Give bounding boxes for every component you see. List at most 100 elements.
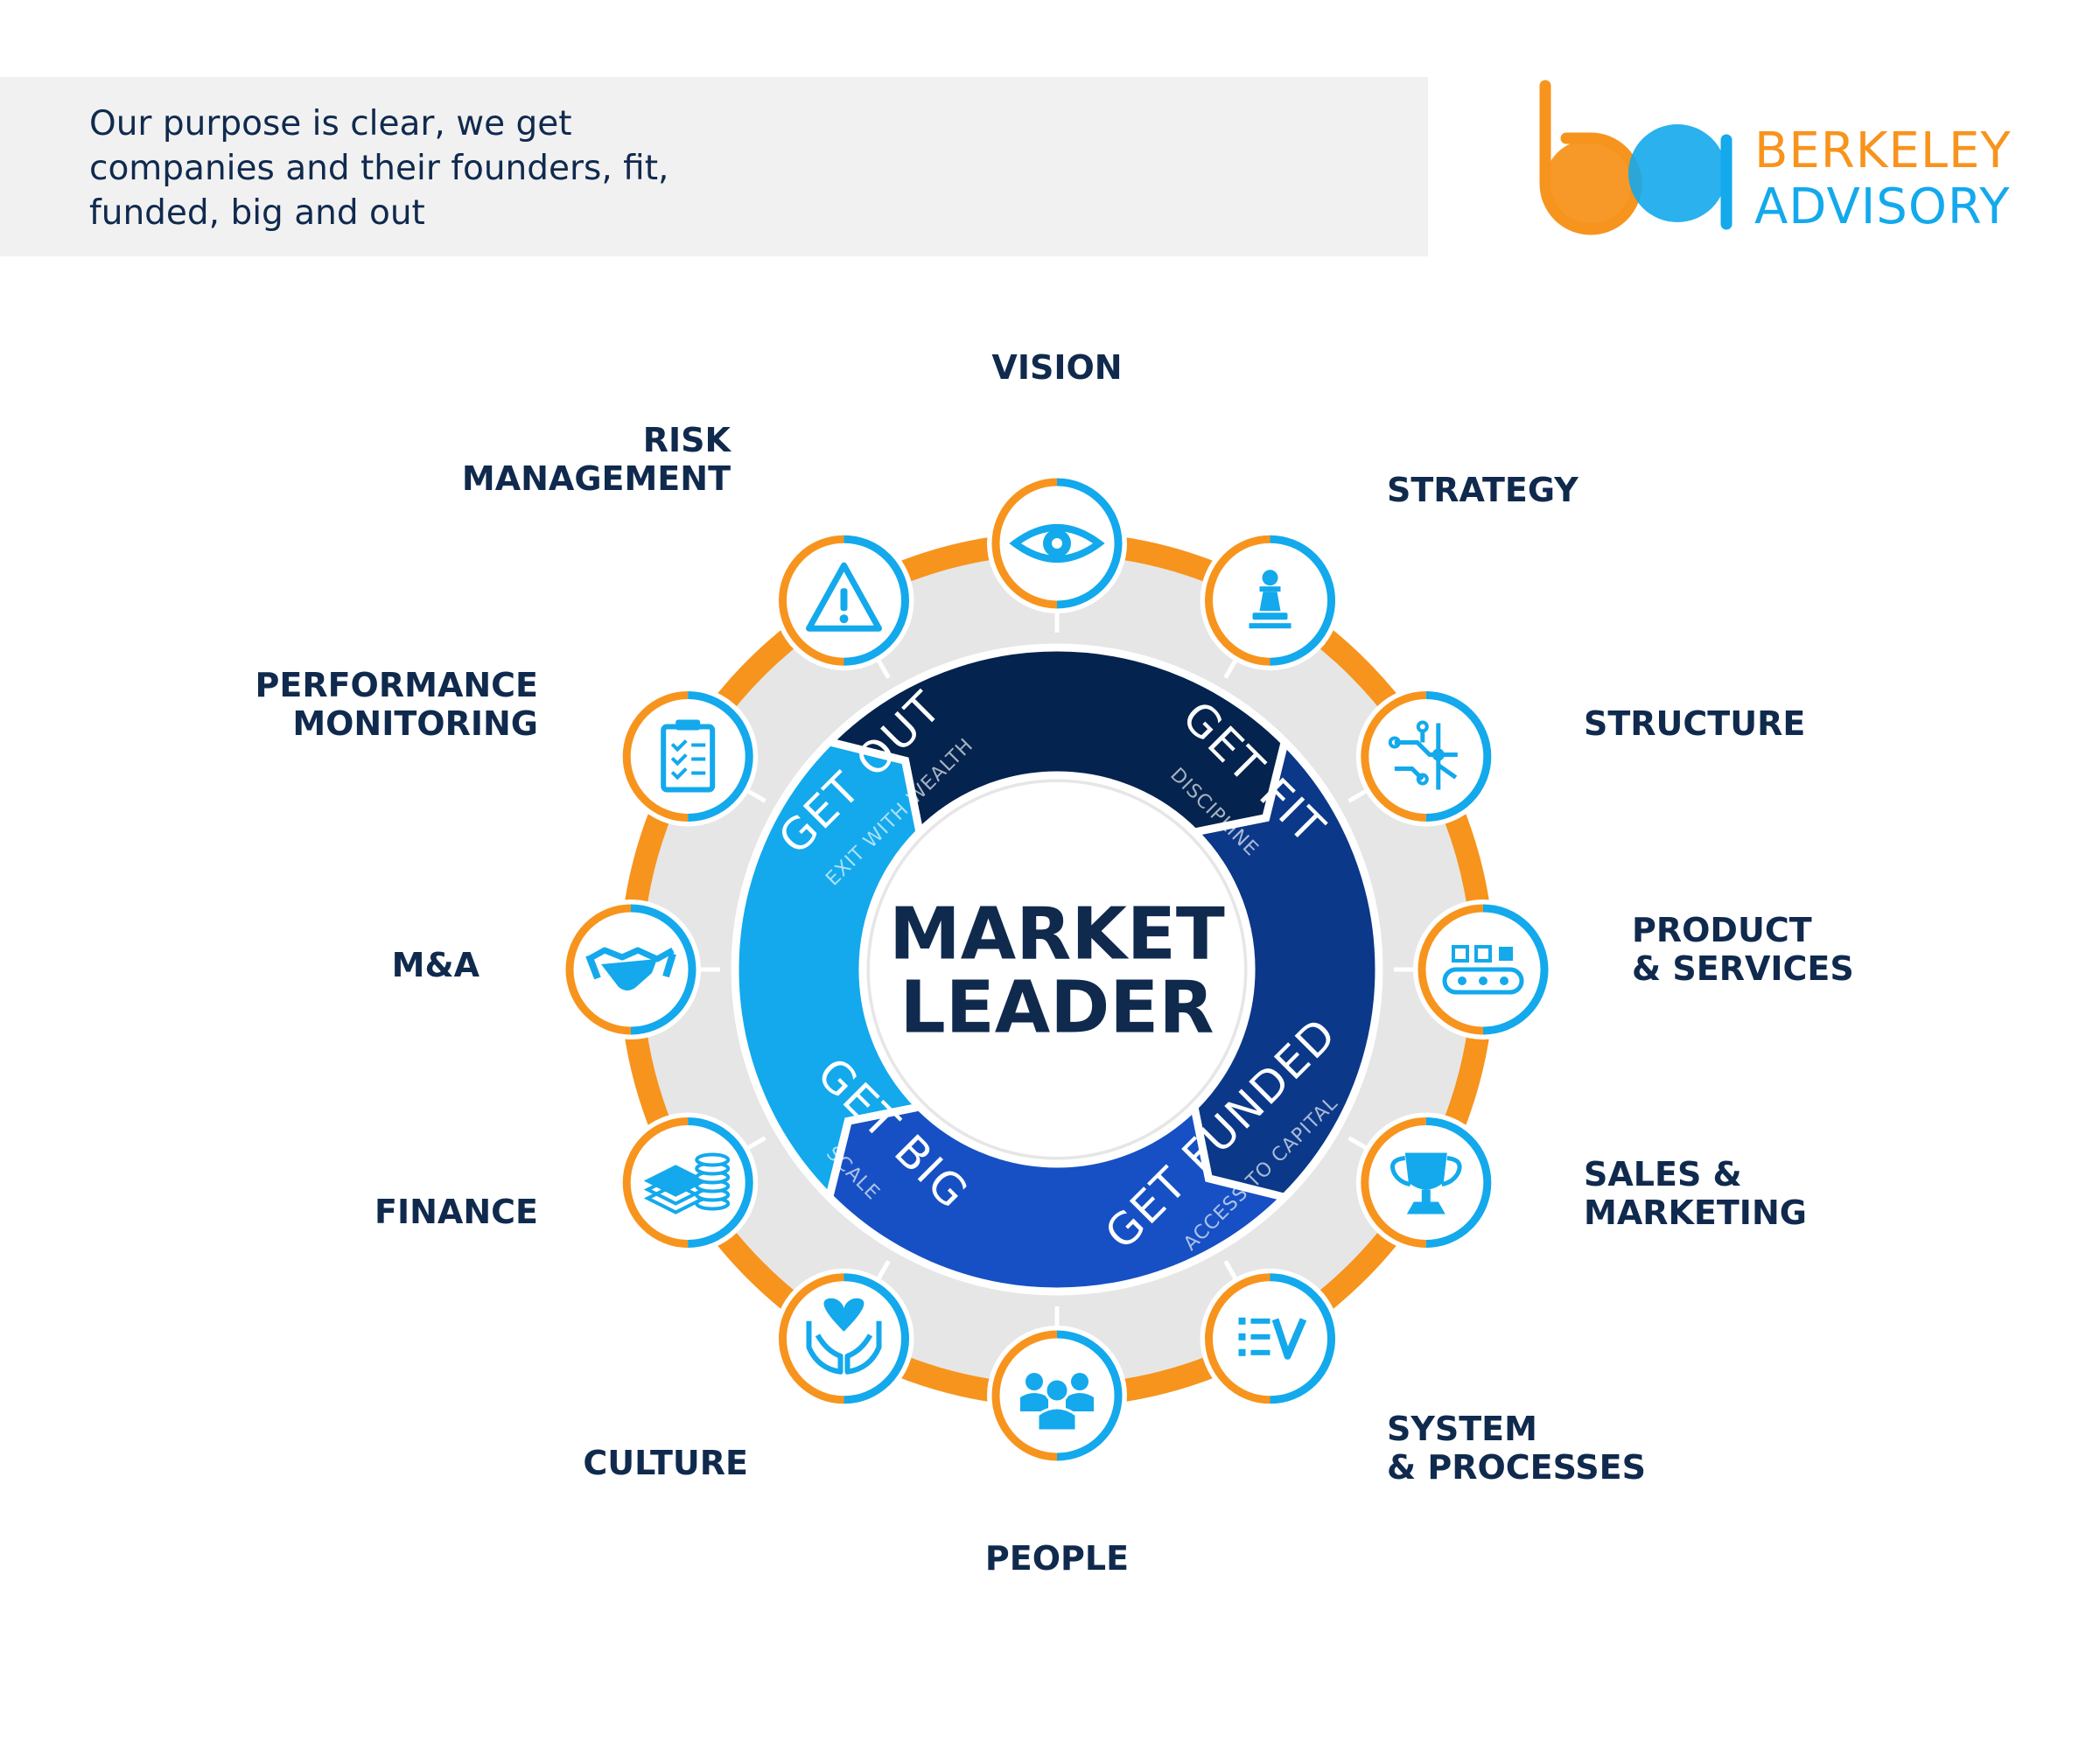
node-strategy <box>1200 530 1340 671</box>
node-system <box>1200 1268 1340 1409</box>
node-label-performance: MONITORING <box>292 704 538 743</box>
handshake-icon <box>585 947 676 990</box>
conveyor-box <box>1474 945 1492 962</box>
node-label-product: PRODUCT <box>1632 911 1812 949</box>
person-body <box>1036 1406 1078 1432</box>
conveyor-roller <box>1500 976 1508 985</box>
conveyor-icon <box>1442 945 1524 995</box>
node-ring-orange <box>1361 1117 1426 1248</box>
pawn-base <box>1252 612 1288 620</box>
heart-shape <box>823 1298 864 1332</box>
node-ring-orange <box>1418 904 1484 1035</box>
node-product <box>1413 900 1553 1040</box>
trophy-handles <box>1390 1156 1462 1186</box>
handshake-arms <box>587 947 675 962</box>
capability-nodes <box>561 473 1553 1466</box>
pawn-body <box>1259 592 1281 612</box>
node-finance <box>618 1112 759 1253</box>
clipboard-check <box>670 767 688 780</box>
trophy-icon <box>1390 1152 1462 1214</box>
purpose-line-1: Our purpose is clear, we get <box>89 104 572 144</box>
purpose-line-2: companies and their founders, fit, <box>89 149 669 188</box>
node-ring-orange <box>1205 535 1270 666</box>
node-ring-orange <box>779 535 844 666</box>
conveyor-roller <box>1458 976 1466 985</box>
chess-pawn-icon <box>1249 570 1292 629</box>
clipboard-check <box>670 753 688 766</box>
list-check-icon <box>1238 1317 1307 1360</box>
node-ring-blue <box>688 1117 753 1248</box>
node-ring-orange <box>1361 691 1426 822</box>
node-ring-orange <box>622 691 689 822</box>
list-line <box>1250 1349 1270 1355</box>
clipboard-line <box>691 757 706 761</box>
warning-dot <box>839 614 849 624</box>
node-ring-blue <box>1425 691 1492 822</box>
warning-triangle <box>806 562 882 632</box>
list-line <box>1250 1318 1270 1324</box>
left-hand <box>806 1320 844 1375</box>
trophy-cup <box>1404 1152 1447 1190</box>
trophy-base <box>1406 1201 1446 1214</box>
node-label-system: SYSTEM <box>1387 1410 1537 1448</box>
cycle-segment-get-fit <box>821 643 1290 841</box>
warning-mark <box>840 588 848 612</box>
pawn-collar <box>1259 586 1281 592</box>
node-ring-orange <box>565 904 632 1035</box>
circuit-node <box>1416 773 1429 786</box>
node-ring-blue <box>1270 535 1335 666</box>
list-bullet <box>1238 1317 1246 1325</box>
pawn-head <box>1262 570 1278 586</box>
node-label-risk: RISK <box>643 421 732 459</box>
node-label-finance: FINANCE <box>374 1193 538 1231</box>
node-ring-blue <box>1425 1117 1492 1248</box>
center-title-line-2: LEADER <box>900 967 1214 1050</box>
cycle-segment-get-funded <box>1186 733 1383 1202</box>
node-label-sales: MARKETING <box>1584 1194 1807 1232</box>
node-performance <box>618 686 759 827</box>
cycle-segment-get-out <box>731 737 928 1206</box>
clipboard-clip <box>676 719 701 731</box>
node-ma <box>561 900 701 1040</box>
warning-icon <box>806 562 882 632</box>
list-bullet <box>1238 1333 1246 1340</box>
berkeley-advisory-logo <box>1539 80 1732 235</box>
clipboard-check-icon <box>661 719 716 793</box>
node-sales <box>1355 1112 1496 1253</box>
node-ring-blue <box>688 691 753 822</box>
node-culture <box>774 1268 914 1409</box>
person-body <box>1066 1393 1094 1411</box>
node-ring-blue <box>1482 904 1549 1035</box>
node-label-product: & SERVICES <box>1632 949 1854 988</box>
center-title-line-1: MARKET <box>889 893 1225 976</box>
people-icon <box>1020 1373 1094 1432</box>
conveyor-belt <box>1442 967 1524 995</box>
cycle-segment-get-big <box>824 1098 1293 1296</box>
node-ring-orange <box>1205 1273 1270 1404</box>
node-risk <box>774 530 914 671</box>
eye-icon <box>1009 524 1105 563</box>
coin <box>695 1152 731 1167</box>
node-ring-orange <box>991 478 1058 609</box>
circuit-icon <box>1388 720 1458 790</box>
node-label-performance: PERFORMANCE <box>256 666 538 704</box>
handshake-cuffs <box>585 952 676 980</box>
node-ring-blue <box>1056 1330 1123 1461</box>
purpose-line-3: funded, big and out <box>89 193 425 233</box>
person-head <box>1044 1377 1070 1404</box>
node-ring-orange <box>622 1117 689 1248</box>
node-ring-orange <box>991 1330 1058 1461</box>
check-mark <box>1271 1318 1307 1360</box>
circuit-node <box>1388 736 1401 749</box>
node-label-risk: MANAGEMENT <box>462 459 731 498</box>
right-hand <box>844 1320 882 1375</box>
person-head <box>1071 1373 1088 1390</box>
node-structure <box>1355 686 1496 827</box>
node-disc <box>789 1284 899 1393</box>
node-disc <box>1371 702 1480 811</box>
conveyor-box <box>1452 945 1469 962</box>
node-label-culture: CULTURE <box>583 1444 748 1482</box>
node-ring-blue <box>1056 478 1123 609</box>
heart-hands-icon <box>806 1298 882 1375</box>
node-ring-blue <box>844 535 909 666</box>
